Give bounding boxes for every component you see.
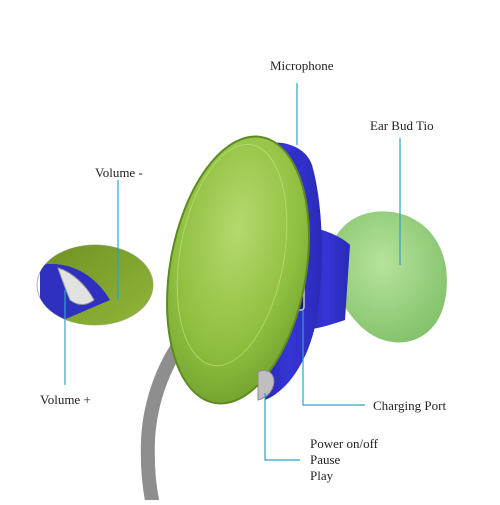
zoom-detail: [36, 244, 154, 326]
green-shell: [166, 135, 310, 405]
label-volume-minus: Volume -: [95, 165, 143, 180]
label-microphone: Microphone: [270, 58, 334, 73]
label-volume-plus: Volume +: [40, 392, 91, 407]
callout-lines: [64, 83, 401, 461]
label-power-on-off: Power on/off: [310, 436, 379, 451]
power-button: [257, 369, 275, 401]
label-play: Play: [310, 468, 334, 483]
ear-tip: [330, 211, 447, 343]
label-charging-port: Charging Port: [373, 398, 447, 413]
label-pause: Pause: [310, 452, 341, 467]
label-ear-bud-tip: Ear Bud Tio: [370, 118, 434, 133]
